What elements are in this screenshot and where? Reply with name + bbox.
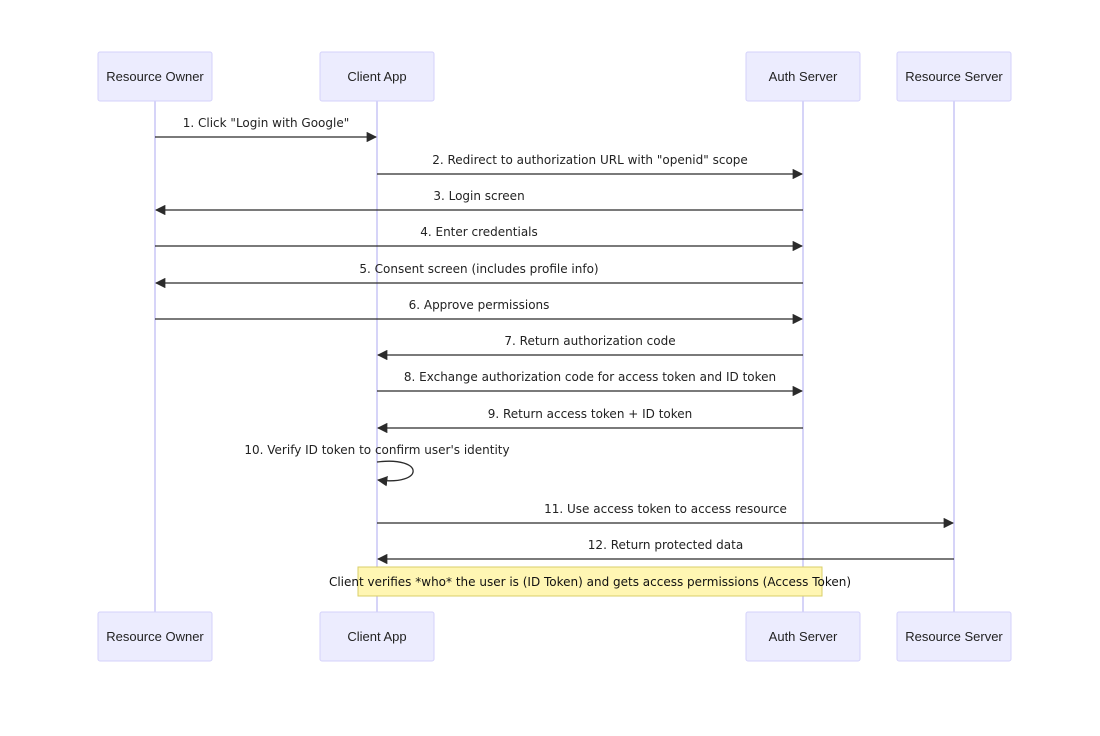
actor-box: [319, 51, 435, 102]
actor-label: Resource Server: [905, 629, 1003, 644]
actor-box: [97, 611, 213, 662]
actor-auth-bottom: Auth Server: [745, 611, 861, 662]
actor-box: [896, 51, 1012, 102]
message-3: 3. Login screen: [154, 189, 803, 216]
actor-box: [319, 611, 435, 662]
message-9: 9. Return access token + ID token: [376, 407, 803, 434]
message-label: 12. Return protected data: [588, 538, 743, 552]
message-label: 2. Redirect to authorization URL with "o…: [432, 153, 748, 167]
actor-label: Auth Server: [769, 69, 838, 84]
message-2: 2. Redirect to authorization URL with "o…: [377, 153, 804, 180]
message-label: 1. Click "Login with Google": [183, 116, 350, 130]
message-10: 10. Verify ID token to confirm user's id…: [244, 443, 510, 487]
actor-box: [896, 611, 1012, 662]
message-8: 8. Exchange authorization code for acces…: [377, 370, 804, 397]
actor-auth-top: Auth Server: [745, 51, 861, 102]
message-11: 11. Use access token to access resource: [377, 502, 955, 529]
message-label: 11. Use access token to access resource: [544, 502, 787, 516]
actor-label: Auth Server: [769, 629, 838, 644]
message-label: 9. Return access token + ID token: [488, 407, 693, 421]
message-label: 4. Enter credentials: [420, 225, 538, 239]
actor-label: Resource Owner: [106, 69, 204, 84]
message-6: 6. Approve permissions: [155, 298, 804, 325]
message-label: 7. Return authorization code: [504, 334, 675, 348]
note: Client verifies *who* the user is (ID To…: [329, 566, 851, 597]
message-4: 4. Enter credentials: [155, 225, 804, 252]
actor-label: Client App: [347, 69, 406, 84]
actor-resource-bottom: Resource Server: [896, 611, 1012, 662]
message-12: 12. Return protected data: [376, 538, 954, 565]
actor-owner-top: Resource Owner: [97, 51, 213, 102]
actor-box: [745, 51, 861, 102]
actor-resource-top: Resource Server: [896, 51, 1012, 102]
actor-box: [97, 51, 213, 102]
message-label: 10. Verify ID token to confirm user's id…: [244, 443, 509, 457]
actor-box: [745, 611, 861, 662]
message-label: 6. Approve permissions: [409, 298, 550, 312]
actor-owner-bottom: Resource Owner: [97, 611, 213, 662]
note-box: [357, 566, 823, 597]
actor-label: Client App: [347, 629, 406, 644]
message-5: 5. Consent screen (includes profile info…: [154, 262, 803, 289]
message-7: 7. Return authorization code: [376, 334, 803, 361]
message-label: 3. Login screen: [433, 189, 524, 203]
message-label: 8. Exchange authorization code for acces…: [404, 370, 776, 384]
actor-label: Resource Owner: [106, 629, 204, 644]
self-message-arrow: [376, 460, 414, 487]
actor-client-top: Client App: [319, 51, 435, 102]
message-1: 1. Click "Login with Google": [155, 116, 378, 143]
actor-client-bottom: Client App: [319, 611, 435, 662]
actor-label: Resource Server: [905, 69, 1003, 84]
note-text: Client verifies *who* the user is (ID To…: [329, 575, 851, 589]
message-label: 5. Consent screen (includes profile info…: [359, 262, 598, 276]
